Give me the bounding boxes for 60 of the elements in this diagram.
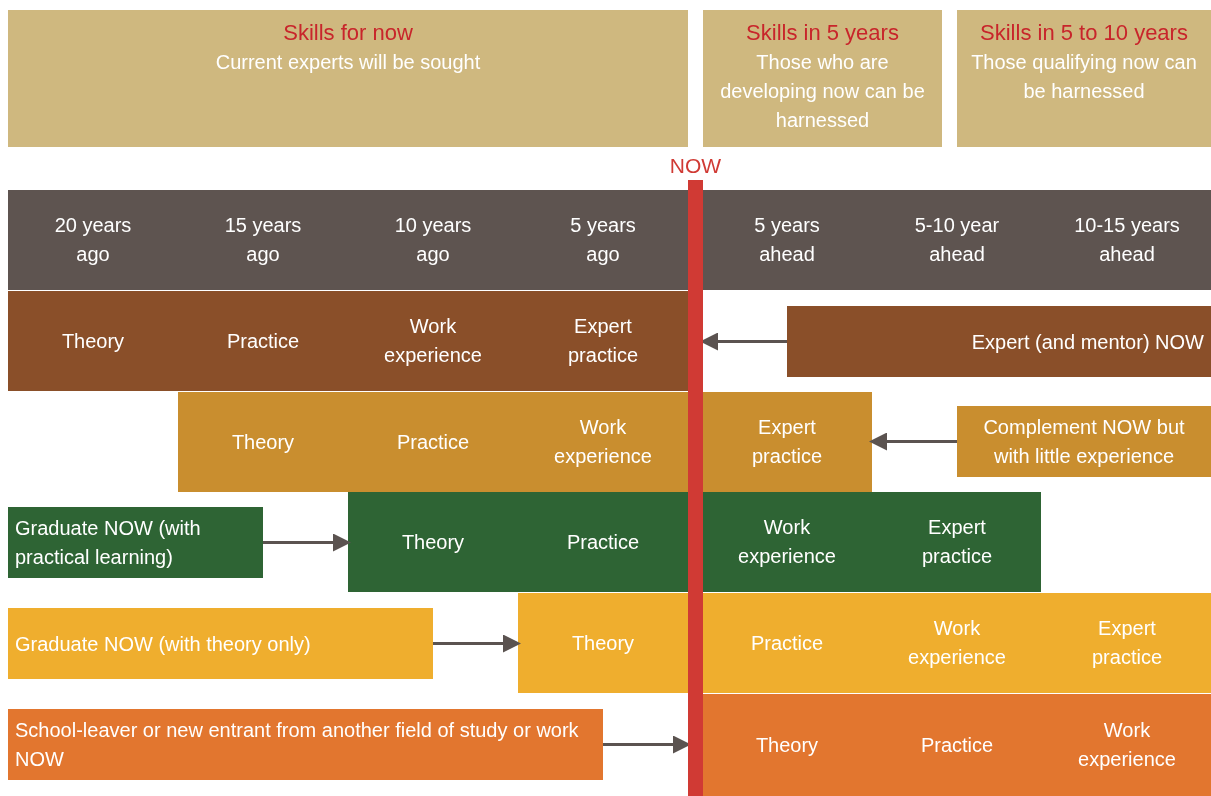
entry-label: Graduate NOW (with practical learning) bbox=[15, 515, 202, 570]
time-label: 5 years ahead bbox=[753, 213, 821, 267]
stage-label: Work experience bbox=[1077, 718, 1177, 772]
header-title: Skills for now bbox=[282, 19, 414, 47]
entry-box bbox=[8, 709, 603, 780]
header-description: Those who are developing now can be harnessed bbox=[719, 50, 926, 133]
header-panel bbox=[957, 10, 1211, 147]
stage-label: Theory bbox=[400, 529, 466, 555]
time-label: 5 years ago bbox=[569, 213, 637, 267]
header-description: Those qualifying now can be harnessed bbox=[970, 50, 1198, 104]
stage-label: Practice bbox=[749, 630, 825, 656]
header-title: Skills in 5 to 10 years bbox=[979, 19, 1189, 47]
entry-label: Complement NOW but with little experience bbox=[982, 414, 1186, 469]
header-description: Current experts will be sought bbox=[214, 50, 482, 75]
stage-label: Theory bbox=[754, 732, 820, 758]
stage-label: Expert practice bbox=[1091, 616, 1163, 670]
arrow bbox=[869, 432, 957, 451]
time-label: 5-10 year ahead bbox=[913, 213, 1001, 267]
stage-label: Practice bbox=[565, 529, 641, 555]
timeline-band bbox=[703, 593, 1211, 693]
timeline-band bbox=[8, 190, 1211, 290]
stage-label: Theory bbox=[60, 328, 126, 354]
stage-label: Practice bbox=[395, 429, 471, 455]
entry-label: Expert (and mentor) NOW bbox=[970, 329, 1204, 355]
timeline-band bbox=[8, 291, 688, 391]
stage-label: Practice bbox=[225, 328, 301, 354]
entry-label: School-leaver or new entrant from another field of study or work NOW bbox=[15, 717, 580, 772]
time-label: 15 years ago bbox=[223, 213, 303, 267]
header-panel bbox=[703, 10, 942, 147]
timeline-band bbox=[703, 694, 1211, 796]
stage-label: Work experience bbox=[553, 415, 653, 469]
timeline-band bbox=[178, 392, 688, 492]
timeline-band bbox=[703, 392, 872, 492]
entry-box bbox=[8, 608, 433, 679]
arrow bbox=[603, 735, 691, 754]
header-panel bbox=[8, 10, 688, 147]
arrow bbox=[433, 634, 521, 653]
timeline-band bbox=[348, 492, 688, 592]
arrow bbox=[700, 332, 787, 351]
stage-label: Expert practice bbox=[921, 515, 993, 569]
time-label: 10-15 years ahead bbox=[1073, 213, 1181, 267]
header-title: Skills in 5 years bbox=[745, 19, 900, 47]
time-label: 20 years ago bbox=[53, 213, 133, 267]
stage-label: Expert practice bbox=[751, 415, 823, 469]
stage-label: Practice bbox=[919, 732, 995, 758]
stage-label: Theory bbox=[570, 630, 636, 656]
stage-label: Work experience bbox=[383, 314, 483, 368]
now-label: NOW bbox=[668, 154, 723, 178]
entry-box bbox=[957, 406, 1211, 477]
entry-box bbox=[787, 306, 1211, 377]
timeline-band bbox=[703, 492, 1041, 592]
entry-label: Graduate NOW (with theory only) bbox=[15, 631, 312, 657]
time-label: 10 years ago bbox=[393, 213, 473, 267]
entry-box bbox=[8, 507, 263, 578]
stage-label: Work experience bbox=[907, 616, 1007, 670]
stage-label: Expert practice bbox=[567, 314, 639, 368]
timeline-band bbox=[518, 593, 688, 693]
arrow bbox=[263, 533, 351, 552]
stage-label: Theory bbox=[230, 429, 296, 455]
stage-label: Work experience bbox=[737, 515, 837, 569]
